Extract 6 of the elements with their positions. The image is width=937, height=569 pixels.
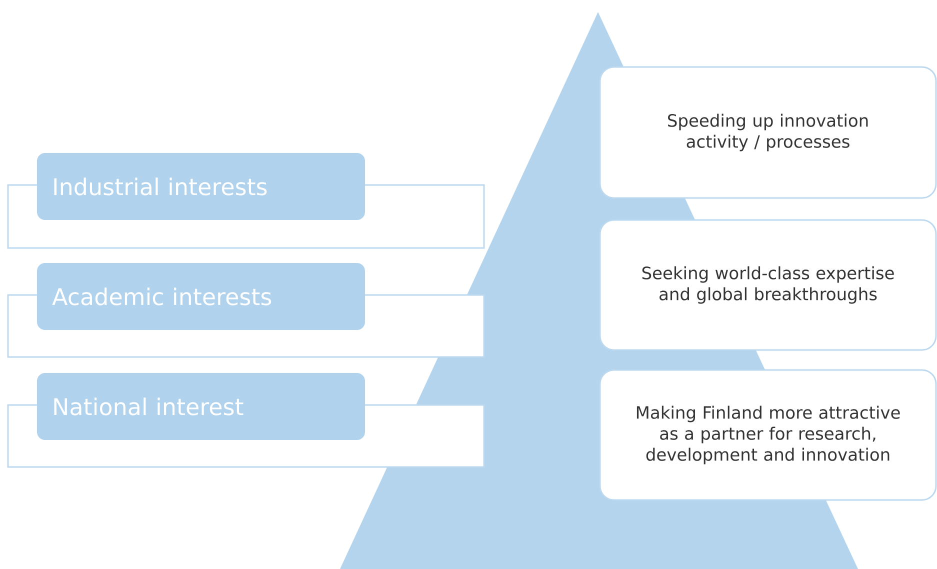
goal-box: Speeding up innovation activity / processes [599,66,937,199]
interest-label: National interest [37,373,365,440]
interest-label: Academic interests [37,262,365,330]
goal-box: Making Finland more attractive as a partner for research, development and innovation [599,369,937,501]
interest-label: Industrial interests [37,152,365,220]
goal-box: Seeking world-class expertise and global breakthroughs [599,219,937,351]
